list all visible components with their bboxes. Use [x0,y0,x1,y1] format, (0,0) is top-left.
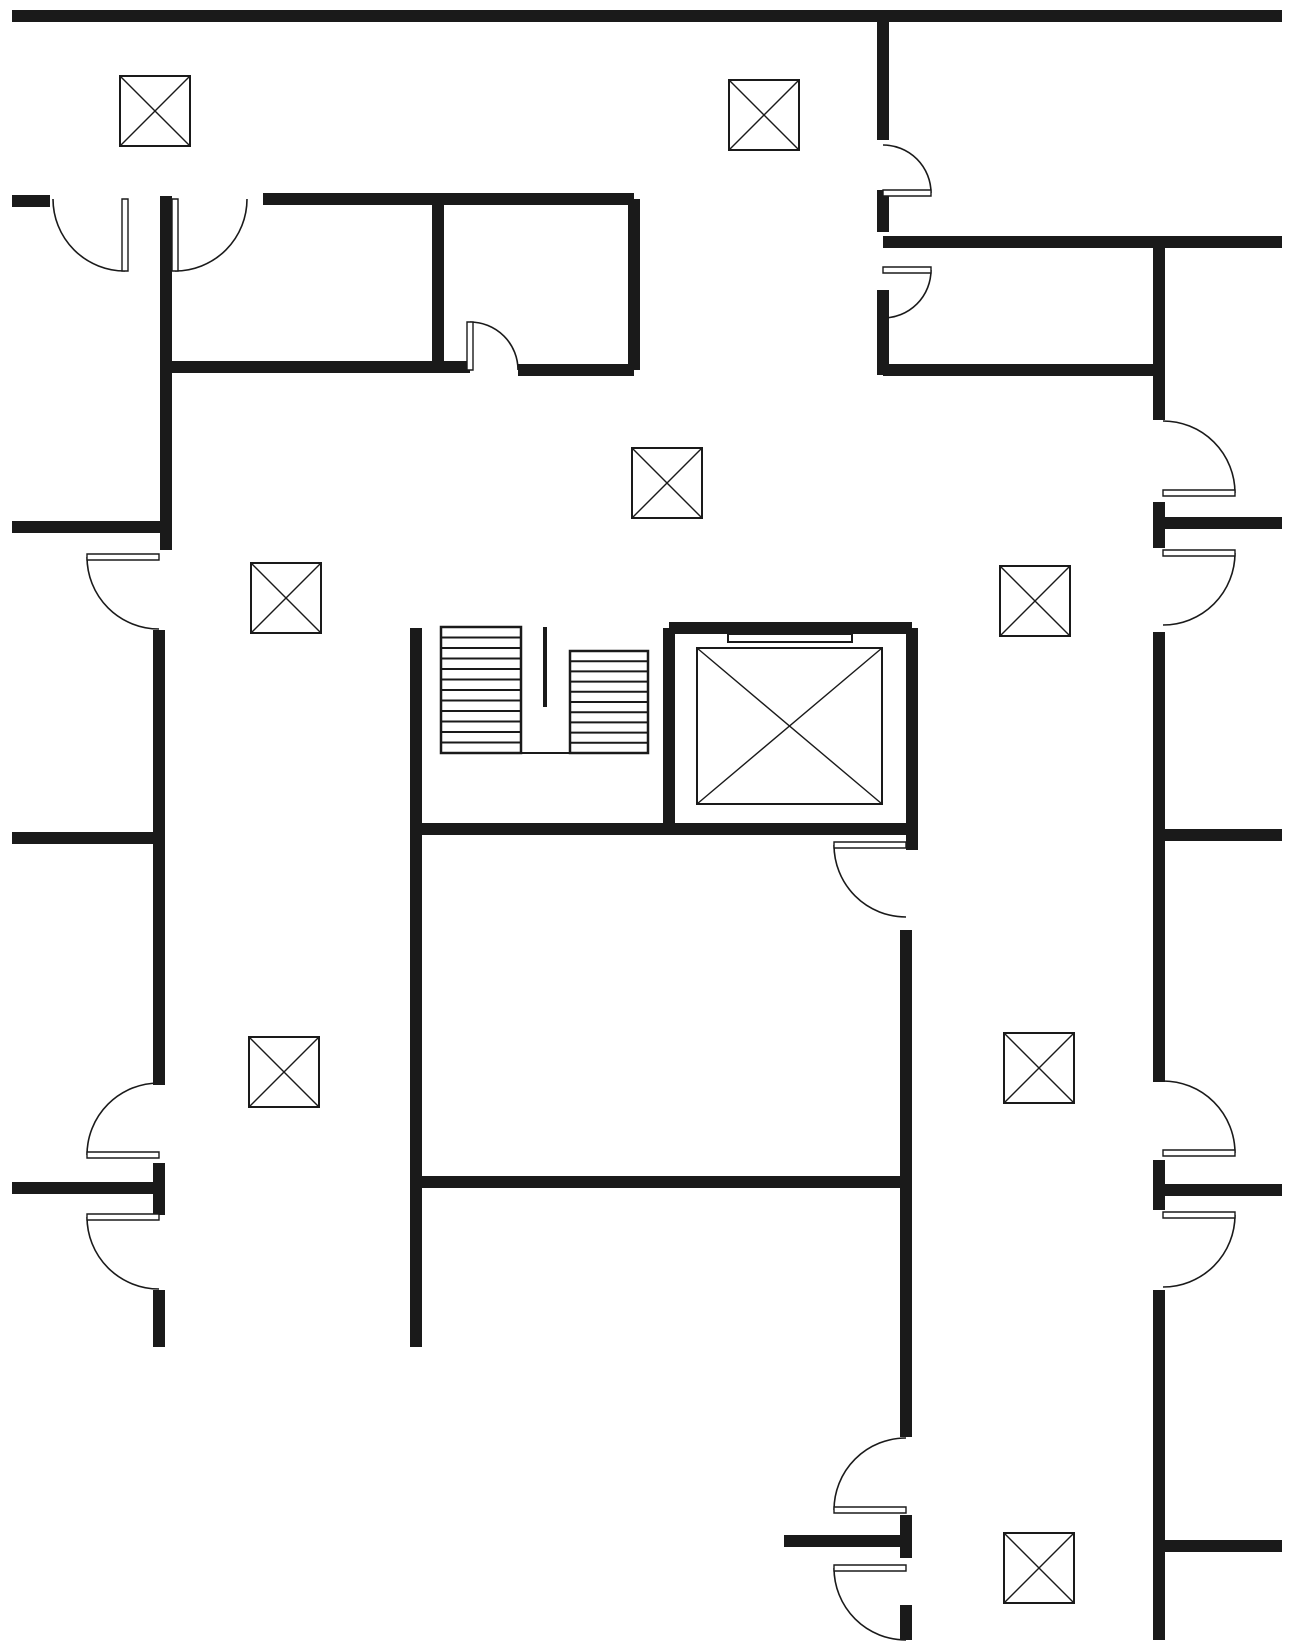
door-leaf [171,198,179,272]
wall-segment [410,628,422,1347]
door-leaf [466,321,474,371]
door-swing-icon [882,144,932,197]
door-leaf [882,189,932,197]
wall-segment [166,361,470,373]
door-swing-icon [833,1564,907,1641]
wall-segment [432,199,444,362]
wall-segment [883,364,1163,376]
door-swing-arc [833,844,907,918]
wall-segment [1153,632,1165,1082]
wall-segment [1153,1290,1165,1640]
door-swing-arc [86,1082,160,1156]
door-leaf [1162,489,1236,497]
wall-segment [877,290,889,375]
wall-segment [883,236,1282,248]
door-leaf [1162,549,1236,557]
door-swing-arc [1162,420,1236,494]
ceiling-fixtures-layer [119,75,1075,1604]
wall-segment [663,628,675,829]
door-swing-arc [174,198,248,272]
door-swing-icon [1162,1080,1236,1157]
door-swing-icon [171,198,248,272]
boxed-x-icon [248,1036,320,1108]
door-swing-arc [882,144,932,194]
elevator-x-icon [696,633,883,805]
door-swing-icon [52,198,129,272]
door-leaf [833,1506,907,1514]
boxed-x-icon [119,75,191,147]
wall-segment [877,16,889,140]
door-leaf [86,1151,160,1159]
boxed-x-icon [999,565,1071,637]
wall-segment [900,930,912,1437]
door-swing-arc [1162,1214,1236,1288]
wall-segment [153,630,165,1085]
stair-elevator-core [439,625,883,805]
boxed-x-icon [1003,1532,1075,1604]
wall-segment [628,199,640,370]
door-swing-arc [833,1437,907,1511]
door-leaf [833,841,907,849]
wall-segment [12,10,1282,22]
wall-segment [518,364,634,376]
wall-segment [877,190,889,232]
stair-treads-icon [439,625,650,755]
door-swing-icon [86,1213,160,1290]
door-swing-icon [1162,549,1236,626]
wall-segment [900,1605,912,1640]
door-leaf [1162,1211,1236,1219]
boxed-x-icon [250,562,322,634]
wall-segment [12,195,50,207]
door-swing-icon [86,1082,160,1159]
walls-layer [12,10,1282,1640]
door-swing-icon [1162,1211,1236,1288]
door-swing-arc [86,556,160,630]
door-swing-icon [833,841,907,918]
door-leaf [86,553,160,561]
wall-segment [1159,1540,1282,1552]
door-swing-icon [882,266,932,319]
door-swing-arc [86,1216,160,1290]
wall-segment [263,193,634,205]
wall-segment [1159,1184,1282,1196]
wall-segment [1159,517,1282,529]
wall-segment [906,628,918,850]
boxed-x-icon [728,79,800,151]
door-swing-arc [833,1567,907,1641]
door-swing-arc [1162,1080,1236,1154]
wall-segment [12,521,166,533]
wall-segment [1159,829,1282,841]
door-swing-arc [469,321,519,371]
door-leaf [833,1564,907,1572]
wall-segment [153,1290,165,1347]
door-swing-arc [52,198,126,272]
wall-segment [784,1535,906,1547]
wall-segment [1153,247,1165,420]
door-leaf [882,266,932,274]
door-swing-arc [1162,552,1236,626]
wall-segment [669,622,912,634]
wall-segment [12,1182,159,1194]
boxed-x-icon [1003,1032,1075,1104]
wall-segment [12,832,159,844]
door-swing-icon [1162,420,1236,497]
door-leaf [86,1213,160,1221]
door-swing-icon [86,553,160,630]
door-swing-icon [833,1437,907,1514]
wall-segment [160,196,172,550]
door-swing-icon [466,321,519,371]
door-swing-arc [882,269,932,319]
door-leaf [1162,1149,1236,1157]
doors-layer [52,144,1236,1641]
wall-segment [416,1176,906,1188]
boxed-x-icon [631,447,703,519]
door-leaf [121,198,129,272]
